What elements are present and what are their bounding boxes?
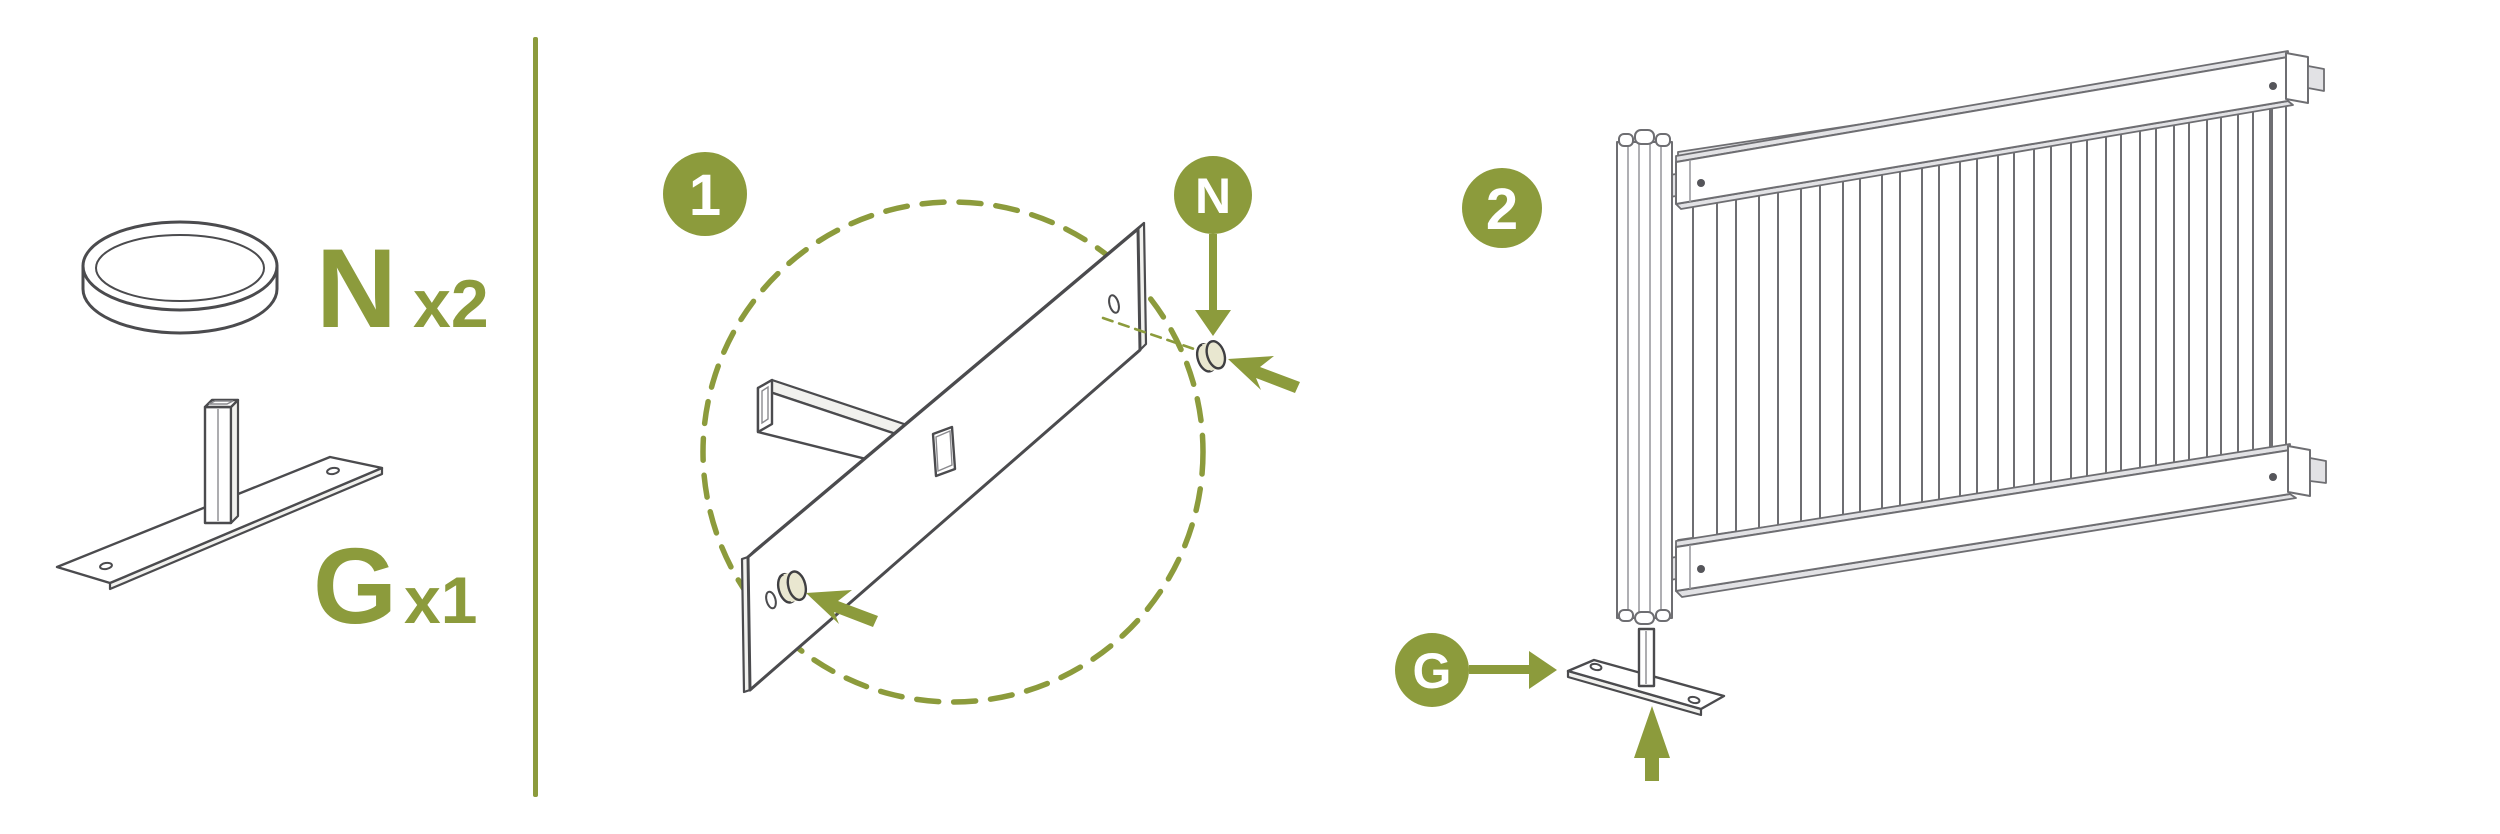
post-top-bump-3: [1655, 133, 1671, 147]
board-hole-upper: [1108, 294, 1120, 314]
part-cap-drawing: [81, 220, 279, 335]
step2-number-badge: [1462, 168, 1542, 248]
bottom-rail-screw-left: [1697, 565, 1705, 573]
post-top-bump-1: [1618, 133, 1634, 147]
fence-post: [1616, 129, 1673, 625]
part-code-N: N: [316, 226, 397, 351]
step2-callout-badge: [1395, 633, 1469, 707]
step1-number: 1: [689, 163, 721, 228]
top-rail-screw-left: [1697, 179, 1705, 187]
board-hole-lower: [765, 590, 777, 610]
step1-callout-code: N: [1195, 168, 1231, 224]
post-body: [1616, 141, 1673, 619]
part-plate-drawing: [55, 398, 384, 591]
cap-lower: [776, 570, 808, 604]
top-rail-right-cap: [2285, 52, 2309, 104]
top-rail-right-tab: [2307, 65, 2325, 92]
post-top-bump-2: [1634, 129, 1655, 145]
parts-panel: N x2 G x1: [55, 220, 489, 646]
plate-hole-right: [326, 466, 340, 476]
step2-callout-code: G: [1413, 643, 1452, 699]
ground-plate-hole-left: [1589, 662, 1603, 672]
push-arrow-lower: [806, 590, 878, 627]
top-rail-screw-right: [2269, 82, 2277, 90]
fence-bottom-rail: [1663, 443, 2327, 598]
step1-callout-badge: [1174, 156, 1252, 234]
crossbar-board: [740, 221, 1148, 694]
cap-upper: [1195, 339, 1227, 373]
tube-end-face: [756, 378, 774, 434]
ground-plate-assembly: [1566, 627, 1726, 781]
bottom-rail-right-cap: [2287, 445, 2311, 497]
panel-divider: [533, 37, 538, 797]
cap-upper-face: [1205, 339, 1227, 370]
part-code-G: G: [313, 525, 397, 646]
part-qty-G: x1: [404, 563, 477, 637]
step1-illustration: 1 N: [663, 152, 1300, 705]
cap-trajectory-dashes: [1101, 316, 1199, 352]
step2-illustration: 2 G: [1395, 50, 2327, 781]
post-bottom-bump-1: [1618, 609, 1634, 622]
cap-top: [81, 220, 279, 312]
push-arrow-upper: [1228, 356, 1300, 393]
fence-top-rail: [1663, 50, 2325, 210]
tube-end-inner: [761, 385, 769, 425]
bottom-rail-right-tab: [2309, 457, 2327, 484]
part-qty-N: x2: [413, 266, 489, 342]
step1-focus-circle: [700, 199, 1206, 705]
board-square-hole-depth: [935, 429, 953, 473]
board-square-hole: [931, 425, 957, 478]
cap-top-rim: [95, 234, 265, 302]
plate-hole-left: [99, 561, 113, 571]
post-bottom-bump-2: [1634, 611, 1655, 625]
cap-lower-face: [786, 570, 808, 602]
post-bottom-bump-3: [1655, 609, 1671, 622]
step2-number: 2: [1486, 177, 1518, 242]
ground-plate-hole-right: [1687, 695, 1701, 705]
bottom-rail-screw-right: [2269, 473, 2277, 481]
step1-number-badge: [663, 152, 747, 236]
plate-up-arrow: [1634, 706, 1670, 781]
plate-post-side: [229, 398, 240, 525]
plate-post-opening: [208, 400, 234, 405]
step1-callout-arrow: [1195, 234, 1231, 336]
step2-callout-arrow: [1469, 651, 1557, 689]
